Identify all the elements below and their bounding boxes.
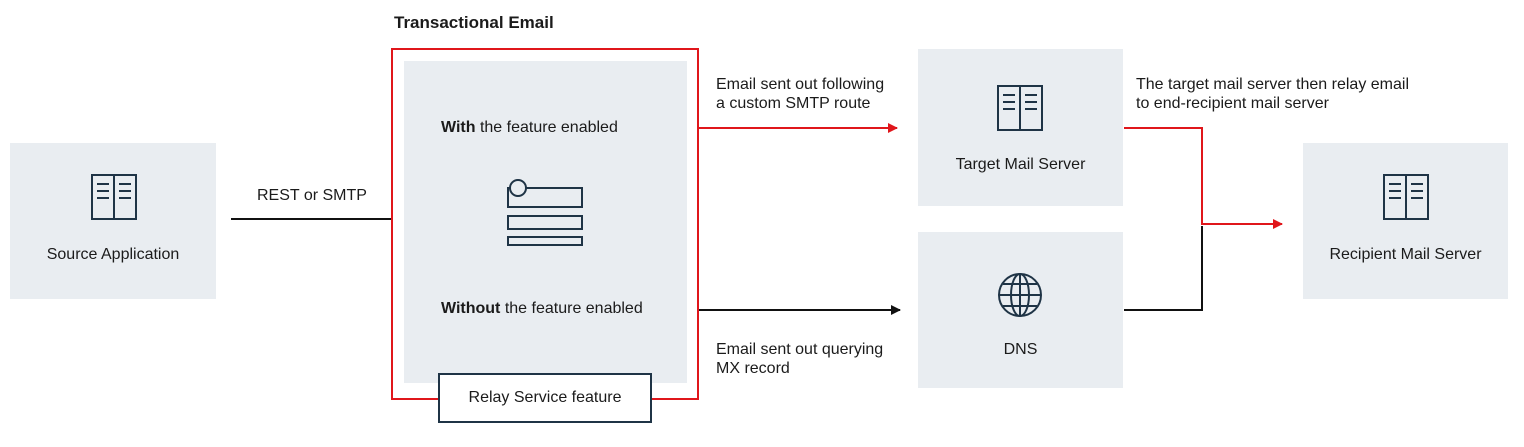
- transactional-email-panel: With the feature enabled Without the fea…: [404, 61, 687, 383]
- edge-label-mx-2: MX record: [716, 360, 790, 377]
- edge-dns-to-recipient: [1124, 226, 1203, 311]
- settings-panel-icon: [507, 179, 583, 246]
- with-feature-bold: With: [441, 119, 476, 136]
- edge-label-mx-1: Email sent out querying: [716, 341, 884, 358]
- target-mail-server-node: Target Mail Server: [918, 49, 1123, 206]
- edge-label-custom-route-1: Email sent out following: [716, 76, 885, 93]
- without-feature-bold: Without: [441, 300, 501, 317]
- with-feature-rest: the feature enabled: [475, 119, 618, 136]
- without-feature-rest: the feature enabled: [500, 300, 643, 317]
- recipient-mail-server-label: Recipient Mail Server: [1329, 246, 1482, 263]
- edge-label-rest-smtp: REST or SMTP: [257, 187, 367, 204]
- mail-server-icon: [1383, 174, 1429, 220]
- group-title: Transactional Email: [394, 13, 554, 32]
- without-feature-label: Without the feature enabled: [441, 300, 643, 318]
- relay-service-feature-label: Relay Service feature: [468, 389, 622, 406]
- source-application-label: Source Application: [46, 246, 180, 263]
- edge-label-relay-1: The target mail server then relay email: [1136, 76, 1409, 93]
- edge-label-relay-2: to end-recipient mail server: [1136, 95, 1329, 112]
- globe-icon: [998, 273, 1042, 317]
- edge-target-to-recipient: [1124, 127, 1283, 229]
- recipient-mail-server-node: Recipient Mail Server: [1303, 143, 1508, 299]
- relay-service-feature-box: Relay Service feature: [438, 373, 652, 423]
- edge-label-custom-route-2: a custom SMTP route: [716, 95, 871, 112]
- mail-server-icon: [91, 174, 137, 220]
- dns-label: DNS: [1003, 341, 1038, 358]
- mail-server-icon: [997, 85, 1043, 131]
- target-mail-server-label: Target Mail Server: [955, 156, 1086, 173]
- dns-node: DNS: [918, 232, 1123, 388]
- with-feature-label: With the feature enabled: [441, 119, 618, 137]
- source-application-node: Source Application: [10, 143, 216, 299]
